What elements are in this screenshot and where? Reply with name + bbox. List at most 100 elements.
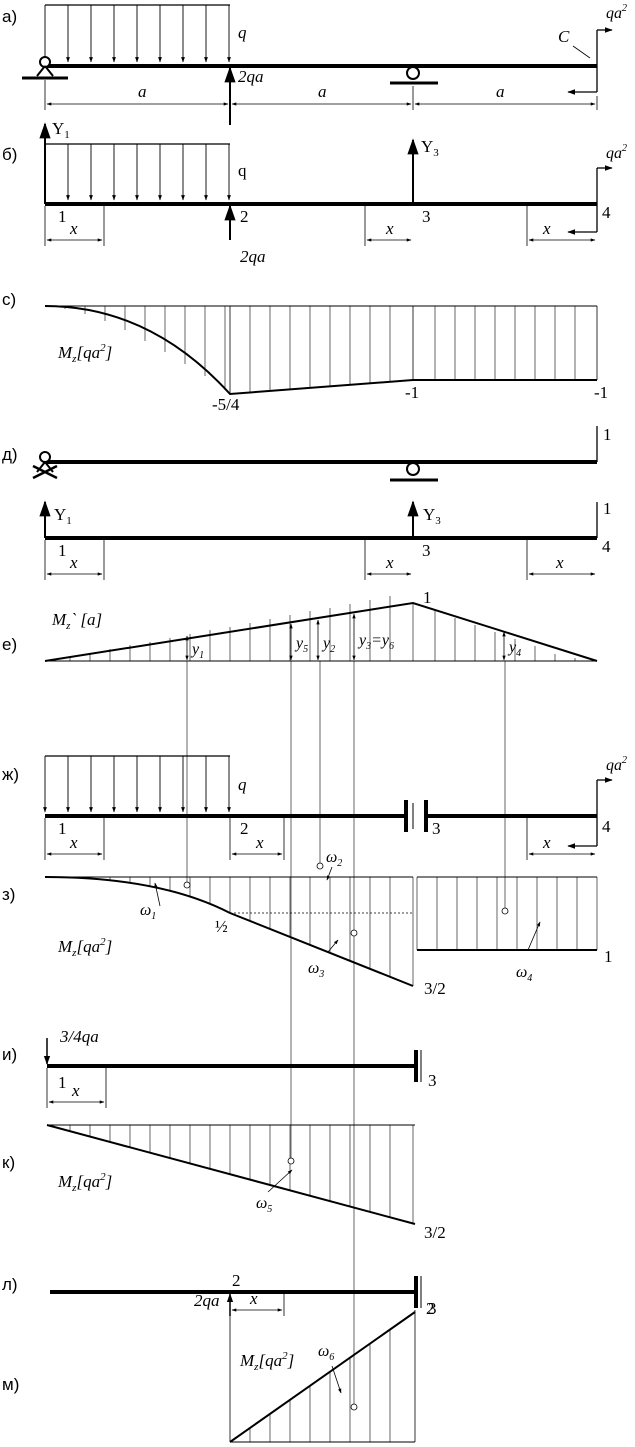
coord-x-3: x: [555, 553, 564, 572]
panel-label-z: з): [2, 885, 15, 904]
node-3-label: 3: [428, 1299, 437, 1318]
panel-label-d: д): [2, 445, 18, 464]
area-omega1: ω1: [140, 902, 156, 922]
node-1-label: 1: [58, 541, 67, 560]
axis-mz-prime-label: Mz` [a]: [51, 610, 102, 632]
point-c-label: C: [558, 27, 570, 46]
panel-label-b: б): [2, 145, 17, 164]
area-leader: [267, 1169, 293, 1193]
panel-z-moment-diagram: ω1 ω2 ω3 ω4 ½ Mz[qa2] 3/2 1: [44, 849, 613, 998]
projection-lines: [186, 661, 506, 1407]
panel-label-a: а): [2, 7, 17, 26]
coordinate-dimensions: [44, 818, 596, 860]
ordinate-arrows: [185, 613, 506, 661]
area-omega6: ω6: [318, 1343, 334, 1363]
pin-support: [32, 451, 58, 480]
coord-x-1: x: [69, 833, 78, 852]
hatching: [69, 877, 598, 986]
coord-x-1: x: [69, 553, 78, 572]
dim-a-3: a: [496, 82, 505, 101]
moment-arrow: [567, 165, 613, 235]
moment-arrow: [567, 777, 613, 849]
coordinate-dimensions: [231, 1294, 285, 1316]
axis-mz-label: Mz[qa2]: [57, 342, 112, 365]
area-omega4: ω4: [516, 964, 532, 984]
panel-label-i: и): [2, 1045, 17, 1064]
distributed-load-arrows: [43, 5, 231, 63]
coord-x-2: x: [385, 219, 394, 238]
pin-support: [22, 56, 68, 80]
hatching: [64, 306, 576, 392]
panel-label-m: м): [2, 1375, 19, 1394]
moment-line: [46, 1124, 416, 1225]
axis-mz-label: Mz[qa2]: [239, 1350, 294, 1373]
ordinate-y5: y5: [294, 635, 308, 655]
hatching: [249, 1329, 391, 1442]
axis-mz-label: Mz[qa2]: [57, 936, 112, 959]
centroid-marker: [287, 1157, 295, 1165]
panel-c-moment-diagram: Mz[qa2] -5/4 -1 -1: [44, 305, 608, 414]
coordinate-dimensions: [44, 540, 596, 580]
panel-labels: а) б) с) д) е) ж) з) и) к) л) м): [2, 7, 19, 1394]
unit-moment-line: [44, 601, 598, 662]
node-3-label: 3: [422, 541, 431, 560]
value-m5-4: -5/4: [212, 395, 240, 414]
node-3-label: 3: [428, 1071, 437, 1090]
moment-label: qa2: [606, 143, 627, 162]
panel-label-e: е): [2, 635, 17, 654]
node-1-label: 1: [58, 207, 67, 226]
unit-moment-label: 1: [603, 425, 612, 444]
area-omega2: ω2: [326, 849, 342, 869]
panel-label-k: к): [2, 1153, 15, 1172]
node-2-label: 2: [240, 207, 249, 226]
panel-label-l: л): [2, 1275, 18, 1294]
value-3-2: 3/2: [424, 979, 446, 998]
node-4-label: 4: [602, 537, 611, 556]
panel-label-zh: ж): [2, 765, 19, 784]
distributed-load-arrows: [43, 756, 231, 813]
ordinate-y1: y1: [190, 641, 204, 661]
force-3-4qa-label: 3/4qa: [59, 1027, 99, 1046]
node-1-label: 1: [58, 1073, 67, 1092]
panel-k-moment-diagram: ω5 Mz[qa2] 3/2: [46, 1124, 446, 1242]
centroid-marker: [350, 1403, 358, 1411]
hatching: [69, 1125, 414, 1223]
panel-d-free-body: Y1 Y3 1 1 3 4 x x x: [39, 499, 612, 580]
node-2-label: 2: [232, 1271, 241, 1290]
coord-x-3: x: [542, 219, 551, 238]
dimension-lines: [44, 80, 598, 110]
force-2qa-label: 2qa: [194, 1291, 220, 1310]
node-2-label: 2: [240, 819, 249, 838]
centroid-markers: [183, 862, 509, 937]
reaction-y3-label: Y3: [421, 137, 439, 159]
force-2qa-label: 2qa: [238, 67, 264, 86]
area-leaders: [154, 866, 541, 953]
value-2: 2: [426, 1299, 435, 1318]
reaction-y3-label: Y3: [423, 505, 441, 527]
node-3-label: 3: [422, 207, 431, 226]
area-leader: [331, 1365, 342, 1394]
coordinate-dimensions: [46, 1068, 107, 1108]
node-1-label: 1: [58, 819, 67, 838]
moment-arrow: [567, 27, 613, 95]
unit-moment-label: 1: [603, 499, 612, 518]
ordinate-y4: y4: [507, 639, 521, 659]
coord-x-1: x: [249, 1289, 258, 1308]
area-omega3: ω3: [308, 960, 324, 980]
panel-b-free-body: Y1 q Y3 2qa qa2 1 2 3 4: [39, 119, 627, 266]
panel-zh-split-beam: q 3 qa2 1 2 4 x x x: [43, 755, 627, 860]
force-2qa-label: 2qa: [240, 247, 266, 266]
load-q-label: q: [238, 775, 247, 794]
dim-a-1: a: [138, 82, 147, 101]
moment-label: qa2: [606, 755, 627, 774]
ordinate-y2: y2: [321, 635, 335, 655]
panel-e-unit-moment-diagram: Mz` [a] 1 y1 y5 y2 y3=y6 y4: [44, 588, 598, 662]
load-q-label: q: [238, 161, 247, 180]
moment-curve-left: [44, 876, 414, 987]
roller-support: [390, 66, 438, 85]
coord-x-2: x: [255, 833, 264, 852]
coordinate-dimensions: [44, 206, 596, 246]
coord-x-2: x: [385, 553, 394, 572]
moment-curve: [44, 305, 597, 396]
